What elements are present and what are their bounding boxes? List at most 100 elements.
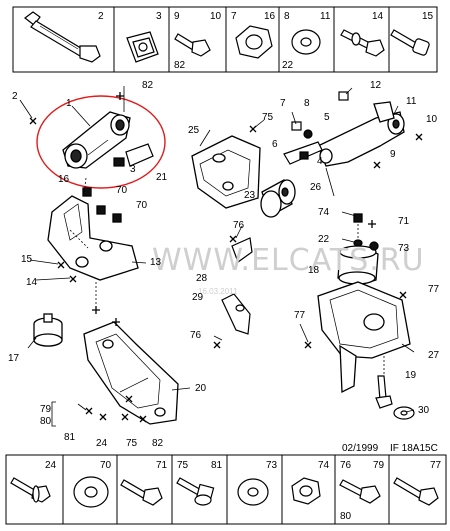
bracket-25-part: [191, 135, 261, 209]
callout-3: 3: [130, 164, 136, 175]
bottom-label-24: 24: [45, 460, 57, 471]
callout-82b: 82: [152, 438, 164, 449]
washer-icon: [291, 29, 321, 55]
bolt-washer-icon: [176, 477, 215, 506]
bottom-label-74: 74: [318, 460, 330, 471]
callout-25: 25: [188, 125, 200, 136]
top-cell-labels: 2 3 9 10 82 7 16 8 11 22 14 15: [98, 11, 434, 71]
callout-15: 15: [21, 254, 33, 265]
callout-19: 19: [405, 370, 417, 381]
callout-18: 18: [308, 265, 320, 276]
callout-75b: 75: [262, 112, 274, 123]
top-label-7: 7: [231, 11, 237, 22]
callout-10: 10: [426, 114, 438, 125]
callout-22: 22: [318, 234, 330, 245]
bottom-label-70: 70: [100, 460, 112, 471]
callout-8: 8: [304, 98, 310, 109]
top-label-9: 9: [174, 11, 180, 22]
top-label-11: 11: [320, 11, 331, 22]
top-label-8: 8: [284, 11, 290, 22]
callout-20: 20: [195, 383, 207, 394]
callout-21: 21: [156, 172, 168, 183]
top-label-14: 14: [372, 11, 384, 22]
footer-date: 02/1999: [342, 443, 379, 454]
callout-13: 13: [150, 257, 162, 268]
bracket-28-part: [221, 237, 253, 335]
footer-ref: IF 18A15C: [390, 443, 438, 454]
callout-26: 26: [310, 182, 322, 193]
bottom-label-71: 71: [156, 460, 168, 471]
flange-nut-icon: [291, 477, 321, 505]
callout-77b: 77: [294, 310, 306, 321]
flat-washer-icon: [237, 478, 269, 506]
callout-27: 27: [428, 350, 440, 361]
callout-75: 75: [126, 438, 138, 449]
top-label-2: 2: [98, 11, 104, 22]
stud-19-part: [375, 375, 415, 420]
callout-bracket-79-80: [51, 401, 56, 427]
top-label-15: 15: [422, 11, 434, 22]
small-bolt-icon: [174, 33, 211, 57]
stud-bolt-icon: [340, 29, 385, 57]
top-label-10: 10: [210, 11, 222, 22]
bottom-label-73: 73: [266, 460, 278, 471]
top-label-82: 82: [174, 60, 186, 71]
bottom-label-77: 77: [430, 460, 442, 471]
top-parts-strip: [12, 6, 438, 73]
bottom-label-79: 79: [373, 460, 385, 471]
callout-17: 17: [8, 353, 20, 364]
callout-29: 29: [192, 292, 204, 303]
engine-mount-17-part: [33, 313, 63, 347]
highlight-ellipse: [36, 95, 166, 189]
callout-12: 12: [370, 80, 382, 91]
callout-11: 11: [406, 96, 417, 107]
callout-82: 82: [142, 80, 154, 91]
callout-7: 7: [280, 98, 286, 109]
callout-76b: 76: [190, 330, 202, 341]
callout-70a: 70: [116, 185, 128, 196]
callout-70b: 70: [136, 200, 148, 211]
thick-washer-icon: [73, 476, 109, 508]
socket-bolt-icon: [390, 29, 430, 56]
callout-6: 6: [272, 139, 278, 150]
long-bolt-icon: [24, 11, 101, 63]
callout-77a: 77: [428, 284, 440, 295]
watermark-date: 16.03.2011: [198, 287, 238, 296]
clip-nut-icon: [126, 31, 159, 63]
callout-80: 80: [40, 416, 52, 427]
callout-81: 81: [64, 432, 76, 443]
frame-20-part: [83, 321, 179, 425]
callout-4: 4: [317, 156, 323, 167]
callout-76a: 76: [233, 220, 245, 231]
part-6-clip: [283, 91, 349, 165]
bottom-label-81: 81: [211, 460, 223, 471]
top-label-16: 16: [264, 11, 276, 22]
mount-27-part: [317, 213, 411, 394]
callout-71: 71: [398, 216, 410, 227]
bottom-label-76: 76: [340, 460, 352, 471]
callout-24: 24: [96, 438, 108, 449]
top-label-22: 22: [282, 60, 294, 71]
callout-23: 23: [244, 190, 256, 201]
callout-16: 16: [58, 174, 70, 185]
watermark-text: WWW.ELCATS.RU: [152, 243, 425, 278]
bottom-parts-strip: [5, 454, 447, 525]
long-flange-bolt-icon: [393, 477, 439, 506]
hex-nut-icon: [235, 25, 273, 59]
callout-labels: 1 2 82 3 21 16 70 70 15 14 13 17 20 79 8…: [8, 80, 440, 449]
callout-9: 9: [390, 149, 396, 160]
callout-28: 28: [196, 273, 208, 284]
cross-markers: [29, 92, 423, 423]
callout-74: 74: [318, 207, 330, 218]
callout-5: 5: [324, 112, 330, 123]
bottom-label-75: 75: [177, 460, 189, 471]
bushing-26-part: [260, 179, 296, 218]
bottom-cell-labels: 24 70 71 75 81 73 74 76 79 80 77: [45, 460, 442, 522]
fastener-markers: [84, 188, 91, 195]
callout-73: 73: [398, 243, 410, 254]
hex-flange-bolt-icon: [120, 479, 163, 506]
callout-14: 14: [26, 277, 38, 288]
callout-2: 2: [12, 91, 18, 102]
